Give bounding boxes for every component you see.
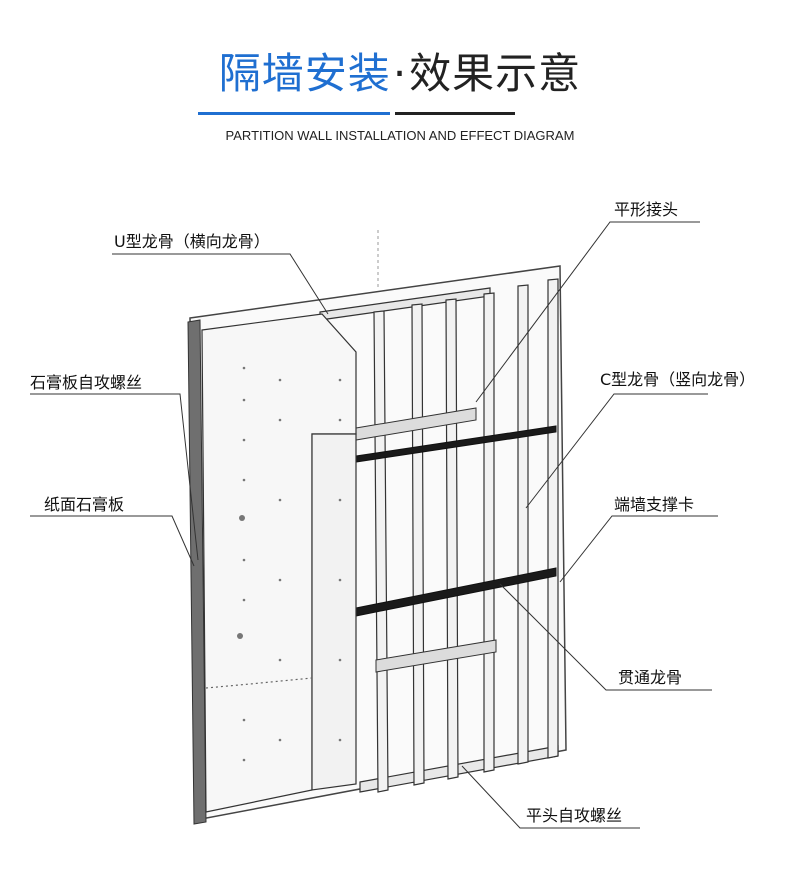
label-pan-head-screw: 平头自攻螺丝 bbox=[526, 806, 622, 825]
label-flat-joint: 平形接头 bbox=[614, 200, 678, 219]
header: 隔墙安装·效果示意 PARTITION WALL INSTALLATION AN… bbox=[0, 0, 800, 160]
page-subtitle: PARTITION WALL INSTALLATION AND EFFECT D… bbox=[225, 128, 575, 143]
title-underline-dark bbox=[395, 112, 515, 115]
flat-joints bbox=[355, 407, 497, 673]
title-main: 隔墙安装 bbox=[218, 49, 391, 98]
title-underline-blue bbox=[198, 112, 390, 115]
partition-wall-diagram: U型龙骨（横向龙骨） 平形接头 石膏板自攻螺丝 C型龙骨（竖向龙骨） 纸面石膏板… bbox=[30, 200, 755, 829]
page-title: 隔墙安装·效果示意 bbox=[0, 46, 800, 102]
through-channels bbox=[355, 425, 557, 617]
label-gypsum-board: 纸面石膏板 bbox=[44, 495, 124, 514]
label-end-wall-clip: 端墙支撑卡 bbox=[614, 495, 694, 514]
label-u-track: U型龙骨（横向龙骨） bbox=[114, 232, 270, 251]
gypsum-board bbox=[201, 313, 357, 813]
label-through-channel: 贯通龙骨 bbox=[618, 668, 682, 687]
leader-lines bbox=[30, 221, 718, 829]
screw-dots bbox=[237, 366, 342, 762]
title-sub: 效果示意 bbox=[409, 49, 582, 98]
title-dot: · bbox=[392, 49, 408, 98]
label-c-stud: C型龙骨（竖向龙骨） bbox=[600, 370, 755, 389]
label-drywall-screw: 石膏板自攻螺丝 bbox=[30, 373, 142, 392]
